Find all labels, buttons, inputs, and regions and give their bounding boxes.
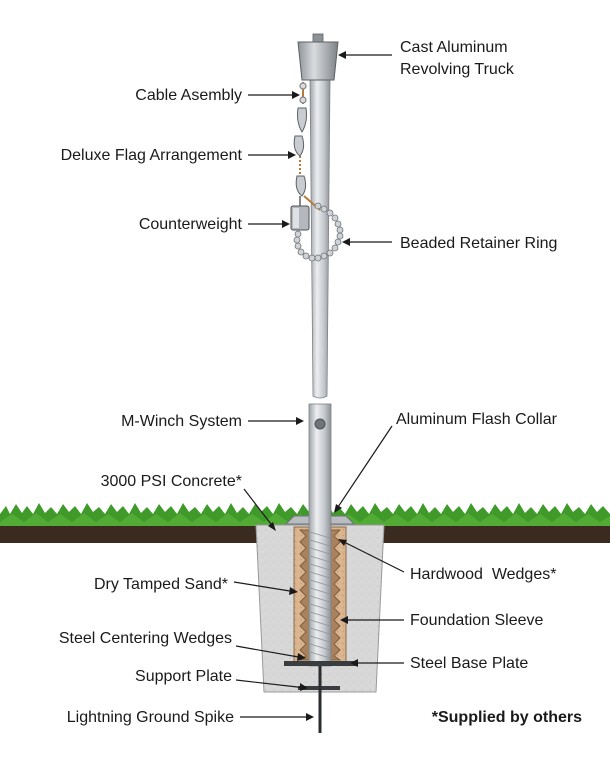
- label-flash-collar: Aluminum Flash Collar: [396, 411, 558, 428]
- supplied-by-others-note: *Supplied by others: [432, 709, 582, 726]
- flag-arrangement: [293, 107, 321, 211]
- label-concrete: 3000 PSI Concrete*: [101, 473, 242, 490]
- label-cable-assembly: Cable Asembly: [135, 87, 242, 104]
- label-centering-wedges: Steel Centering Wedges: [59, 630, 232, 647]
- revolving-truck: [297, 33, 339, 81]
- steel-base-plate: [284, 661, 356, 666]
- upper-pole-section: [309, 79, 331, 399]
- label-hardwood-wedges: Hardwood Wedges*: [410, 566, 556, 583]
- label-foundation-sleeve: Foundation Sleeve: [410, 612, 544, 629]
- winch-access-hole: [314, 418, 326, 430]
- label-support-plate: Support Plate: [135, 668, 232, 685]
- label-truck-line1: Cast Aluminum: [400, 39, 508, 56]
- label-retainer-ring: Beaded Retainer Ring: [400, 235, 557, 252]
- label-truck-line2: Revolving Truck: [400, 61, 515, 78]
- label-ground-spike: Lightning Ground Spike: [67, 709, 234, 726]
- label-base-plate: Steel Base Plate: [410, 655, 528, 672]
- pole-thread: [309, 531, 331, 659]
- label-counterweight: Counterweight: [139, 216, 243, 233]
- hardwood-wedge-right: [329, 529, 342, 661]
- cable-assembly: [299, 82, 307, 104]
- hardwood-wedge-left: [298, 529, 311, 661]
- leader-lines: [233, 51, 405, 721]
- label-winch-system: M-Winch System: [121, 413, 242, 430]
- label-dry-sand: Dry Tamped Sand*: [94, 576, 228, 593]
- counterweight: [290, 196, 310, 231]
- beaded-retainer-ring: [293, 202, 344, 262]
- label-flag-arrangement: Deluxe Flag Arrangement: [61, 147, 243, 164]
